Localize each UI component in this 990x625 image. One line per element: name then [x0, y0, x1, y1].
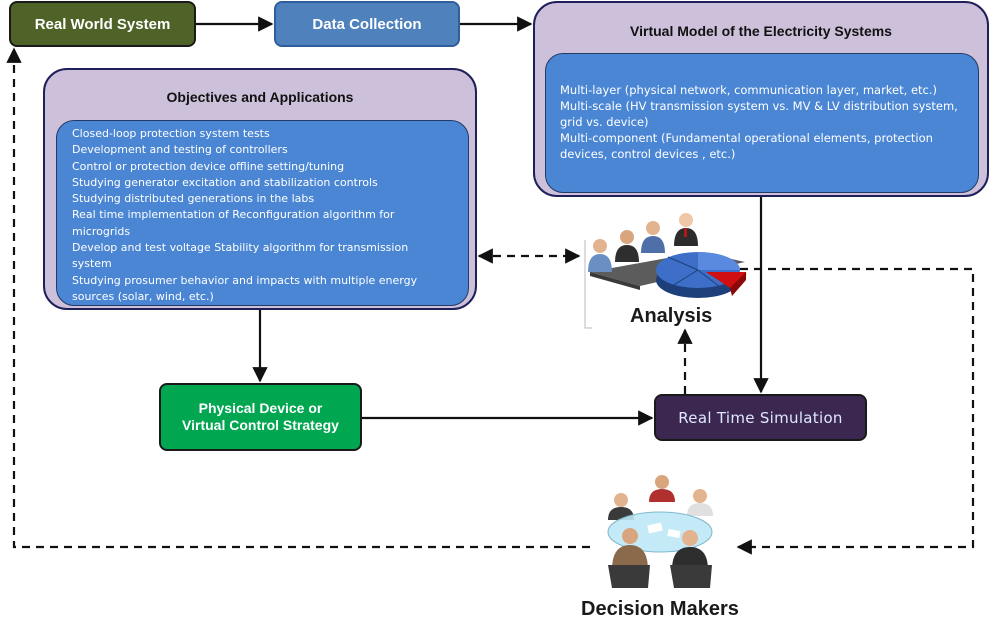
analysis-label: Analysis — [630, 305, 713, 327]
virtual-model-item: Multi-component (Fundamental operational… — [560, 131, 933, 161]
arrow-analysis-to-decision-makers — [736, 267, 975, 555]
virtual-model-item: Multi-scale (HV transmission system vs. … — [560, 99, 958, 129]
objectives-list: Closed-loop protection system tests Deve… — [56, 120, 469, 306]
data-collection-box: Data Collection — [274, 1, 460, 47]
objective-item: Studying generator excitation and stabil… — [72, 175, 378, 189]
objective-item: Develop and test voltage Stability algor… — [72, 241, 409, 271]
analysis-frame — [584, 240, 592, 329]
objectives-panel: Objectives and Applications Closed-loop … — [43, 68, 477, 310]
real-time-simulation-label: Real Time Simulation — [678, 408, 843, 427]
round-table-meeting-icon — [607, 475, 713, 588]
data-collection-label: Data Collection — [312, 15, 422, 33]
objective-item: Studying prosumer behavior and impacts w… — [72, 273, 418, 303]
objective-item: Development and testing of controllers — [72, 143, 288, 157]
objective-item: Closed-loop protection system tests — [72, 127, 270, 140]
real-time-simulation-box: Real Time Simulation — [654, 394, 867, 441]
arrow-decision-makers-to-rws — [6, 47, 590, 549]
virtual-model-item: Multi-layer (physical network, communica… — [560, 83, 937, 97]
decision-makers-label: Decision Makers — [581, 598, 739, 620]
real-world-system-box: Real World System — [9, 1, 196, 47]
objective-item: Control or protection device offline set… — [72, 159, 345, 173]
pie-chart-icon — [656, 252, 747, 298]
virtual-model-list: Multi-layer (physical network, communica… — [545, 53, 979, 193]
physical-device-label: Physical Device or Virtual Control Strat… — [182, 400, 339, 433]
objective-item: Studying distributed generations in the … — [72, 192, 315, 206]
virtual-model-panel: Virtual Model of the Electricity Systems… — [533, 1, 989, 197]
physical-device-box: Physical Device or Virtual Control Strat… — [159, 383, 362, 451]
objective-item: Real time implementation of Reconfigurat… — [72, 208, 395, 238]
real-world-system-label: Real World System — [34, 15, 171, 33]
objectives-title: Objectives and Applications — [166, 89, 354, 105]
virtual-model-title: Virtual Model of the Electricity Systems — [630, 23, 892, 39]
